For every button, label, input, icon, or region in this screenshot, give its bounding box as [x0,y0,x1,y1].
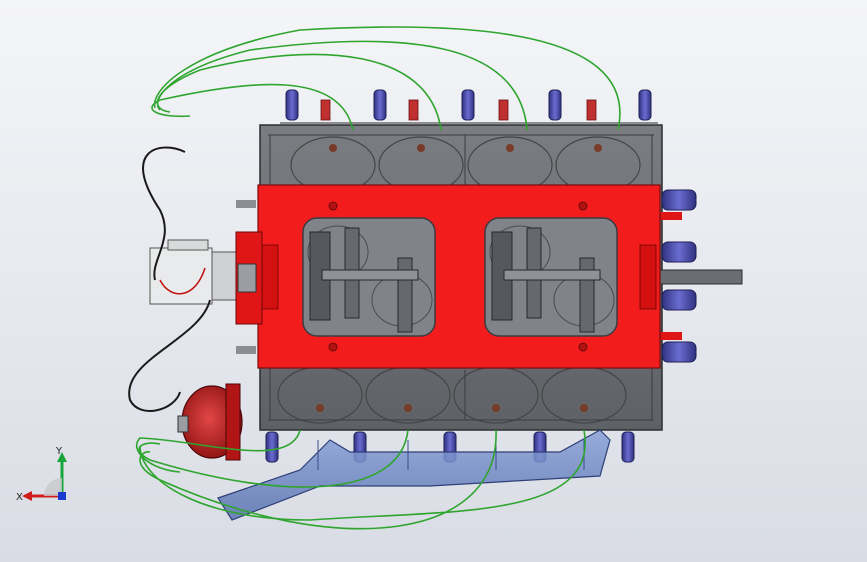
top-valve-caps[interactable] [280,89,658,124]
plate-bolts [328,201,588,352]
red-starter-wire [159,267,206,295]
spark-plug-tips [316,144,602,412]
right-side-caps[interactable] [660,189,697,363]
crank-window-right[interactable] [484,217,618,337]
axis-y-label: Y [55,446,63,457]
exhaust-manifold[interactable] [217,429,611,521]
orientation-triad[interactable]: Y X [14,440,84,510]
ignition-wires [135,26,621,530]
black-starter-wire [128,146,211,412]
crank-window-left[interactable] [302,217,436,337]
axis-x-label: X [16,492,23,503]
starter-assembly[interactable] [149,200,263,354]
output-shaft[interactable] [649,269,743,285]
red-electric-motor[interactable] [177,383,243,461]
axis-z-icon [44,478,66,500]
